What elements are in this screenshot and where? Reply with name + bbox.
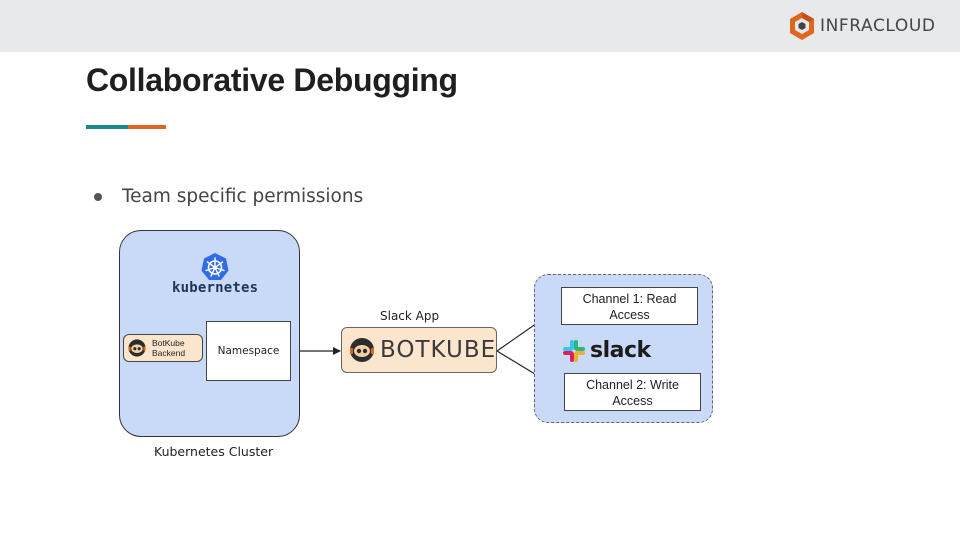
botkube-backend-label: BotKube Backend <box>152 338 186 358</box>
slack-hash-icon <box>563 339 585 362</box>
slack-logo: slack <box>562 338 651 363</box>
bullet-item: Team specific permissions <box>94 186 363 207</box>
title-accent-teal <box>86 125 128 129</box>
channel-1-box: Channel 1: Read Access <box>561 287 698 325</box>
botkube-wordmark: BOTKUBE <box>380 337 497 363</box>
title-accent-orange <box>128 125 166 129</box>
infracloud-logo: INFRACLOUD <box>788 11 936 41</box>
kubernetes-wordmark: kubernetes <box>172 280 259 296</box>
botkube-backend-box: BotKube Backend <box>123 334 203 362</box>
cluster-label: Kubernetes Cluster <box>154 444 274 459</box>
slack-wordmark: slack <box>590 338 651 363</box>
infracloud-logo-text: INFRACLOUD <box>820 16 936 36</box>
kubernetes-wheel-icon <box>201 253 229 280</box>
bullet-dot-icon <box>94 192 102 201</box>
bullet-text: Team specific permissions <box>122 186 364 207</box>
slide-title: Collaborative Debugging <box>86 62 458 98</box>
botkube-mascot-icon <box>350 338 374 362</box>
slack-app-label: Slack App <box>380 309 440 323</box>
botkube-mascot-icon <box>128 339 146 357</box>
namespace-box: Namespace <box>206 321 291 381</box>
channel-2-box: Channel 2: Write Access <box>564 373 701 411</box>
botkube-slack-app-box: BOTKUBE <box>341 327 497 373</box>
infracloud-logo-icon <box>790 12 814 40</box>
